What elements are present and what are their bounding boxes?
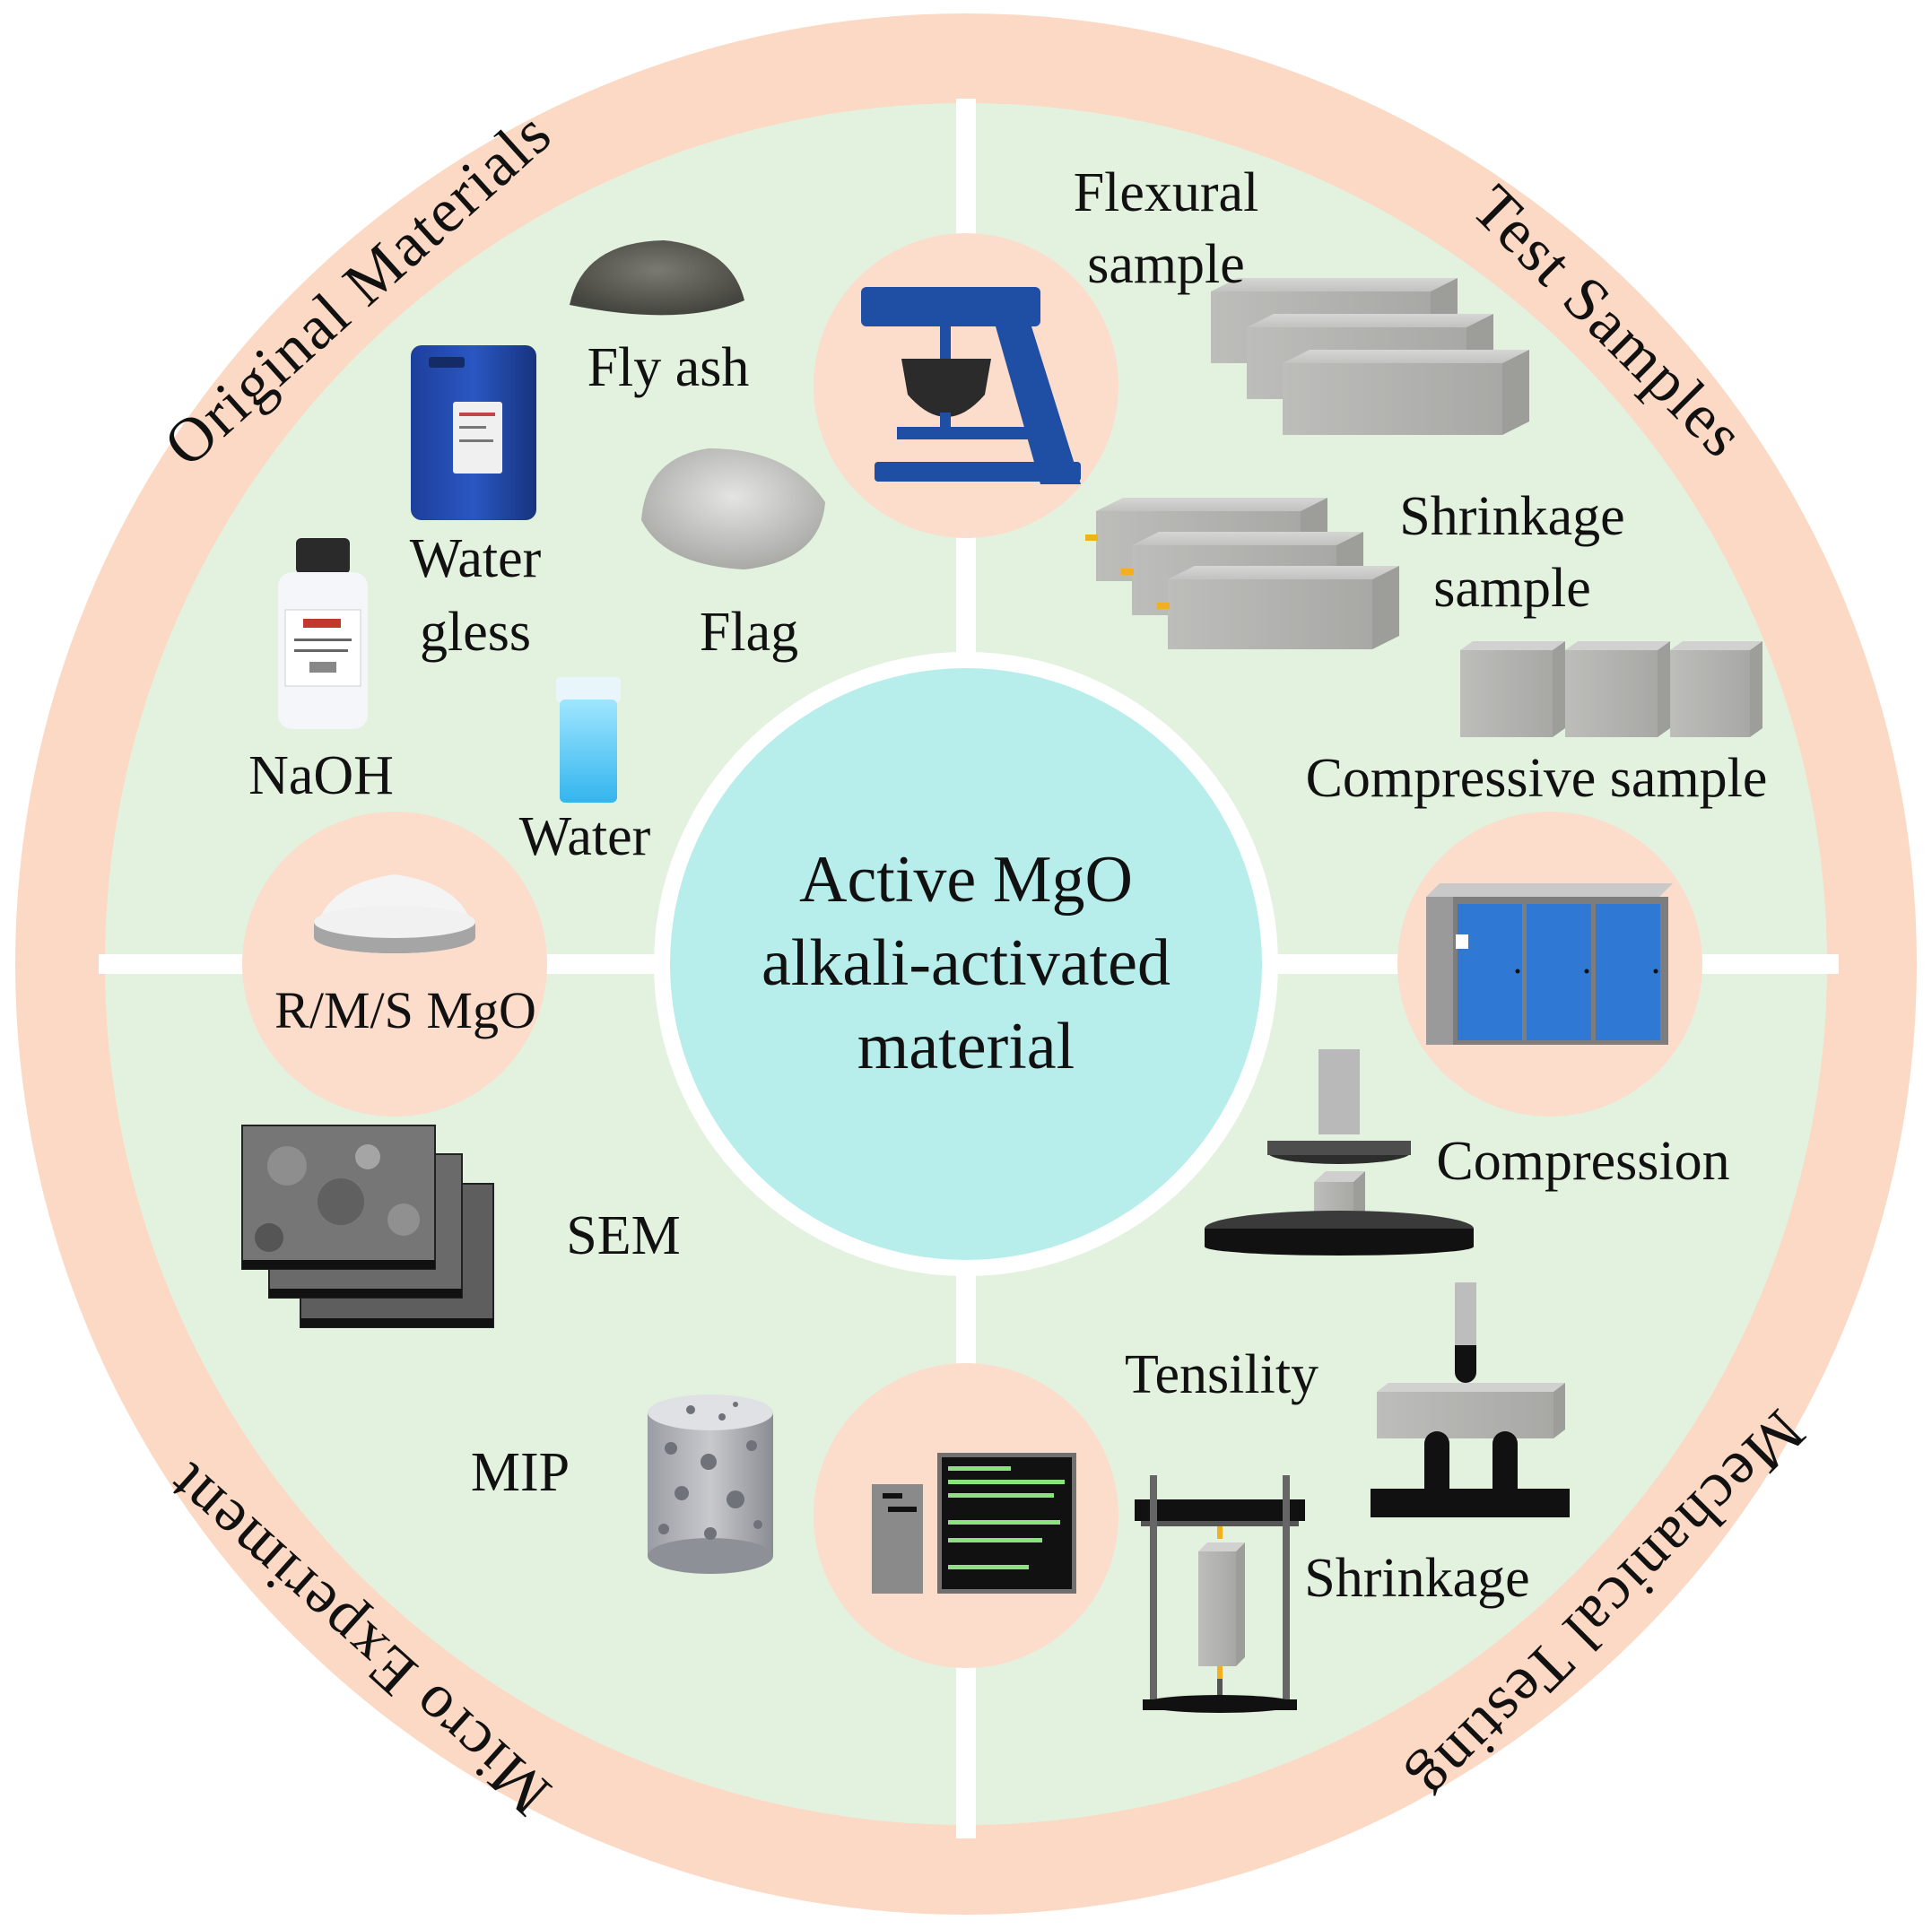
label-compressive-sample: Compressive sample	[1306, 748, 1768, 809]
compression-test-icon	[1205, 1049, 1474, 1256]
center-line-2: alkali-activated	[761, 926, 1171, 1000]
mip-cylinder-icon	[648, 1395, 773, 1574]
sem-images-icon	[241, 1125, 494, 1328]
center-line-3: material	[857, 1010, 1075, 1083]
label-flexural-1: Flexural	[1074, 162, 1259, 223]
flexural-samples-icon	[1211, 278, 1529, 435]
label-tensility: Tensility	[1125, 1344, 1318, 1405]
mixer-icon	[861, 287, 1081, 484]
fly-ash-icon	[570, 240, 744, 316]
label-shrinkage-sample-2: sample	[1433, 558, 1591, 619]
label-sem: SEM	[566, 1205, 680, 1266]
water-vial-icon	[556, 677, 621, 803]
label-mgo: R/M/S MgO	[274, 981, 536, 1039]
water-glass-jerrycan-icon	[411, 345, 536, 520]
mgo-dish-icon	[314, 874, 475, 953]
label-water: Water	[519, 806, 651, 867]
center-circle	[670, 668, 1262, 1260]
node-mgo	[242, 812, 547, 1117]
label-naoh: NaOH	[248, 745, 394, 806]
flag-slag-icon	[641, 448, 825, 569]
label-mip: MIP	[471, 1442, 570, 1503]
label-water-gless-1: Water	[410, 528, 542, 589]
label-shrinkage-test: Shrinkage	[1304, 1548, 1529, 1609]
shrinkage-test-icon	[1135, 1475, 1305, 1713]
label-fly-ash: Fly ash	[587, 337, 750, 398]
label-water-gless-2: gless	[420, 602, 531, 663]
label-flexural-2: sample	[1087, 234, 1245, 295]
curing-cabinet-icon	[1426, 883, 1673, 1045]
center-line-1: Active MgO	[799, 843, 1133, 917]
center-node: Active MgO alkali-activated material	[654, 652, 1278, 1276]
compressive-samples-icon	[1460, 641, 1762, 737]
computer-icon	[872, 1453, 1076, 1594]
shrinkage-samples-icon	[1085, 498, 1399, 649]
naoh-bottle-icon	[278, 538, 368, 729]
tensility-test-icon	[1371, 1282, 1570, 1517]
label-shrinkage-sample-1: Shrinkage	[1399, 486, 1624, 547]
label-compression: Compression	[1436, 1131, 1729, 1192]
label-flag: Flag	[700, 602, 798, 663]
